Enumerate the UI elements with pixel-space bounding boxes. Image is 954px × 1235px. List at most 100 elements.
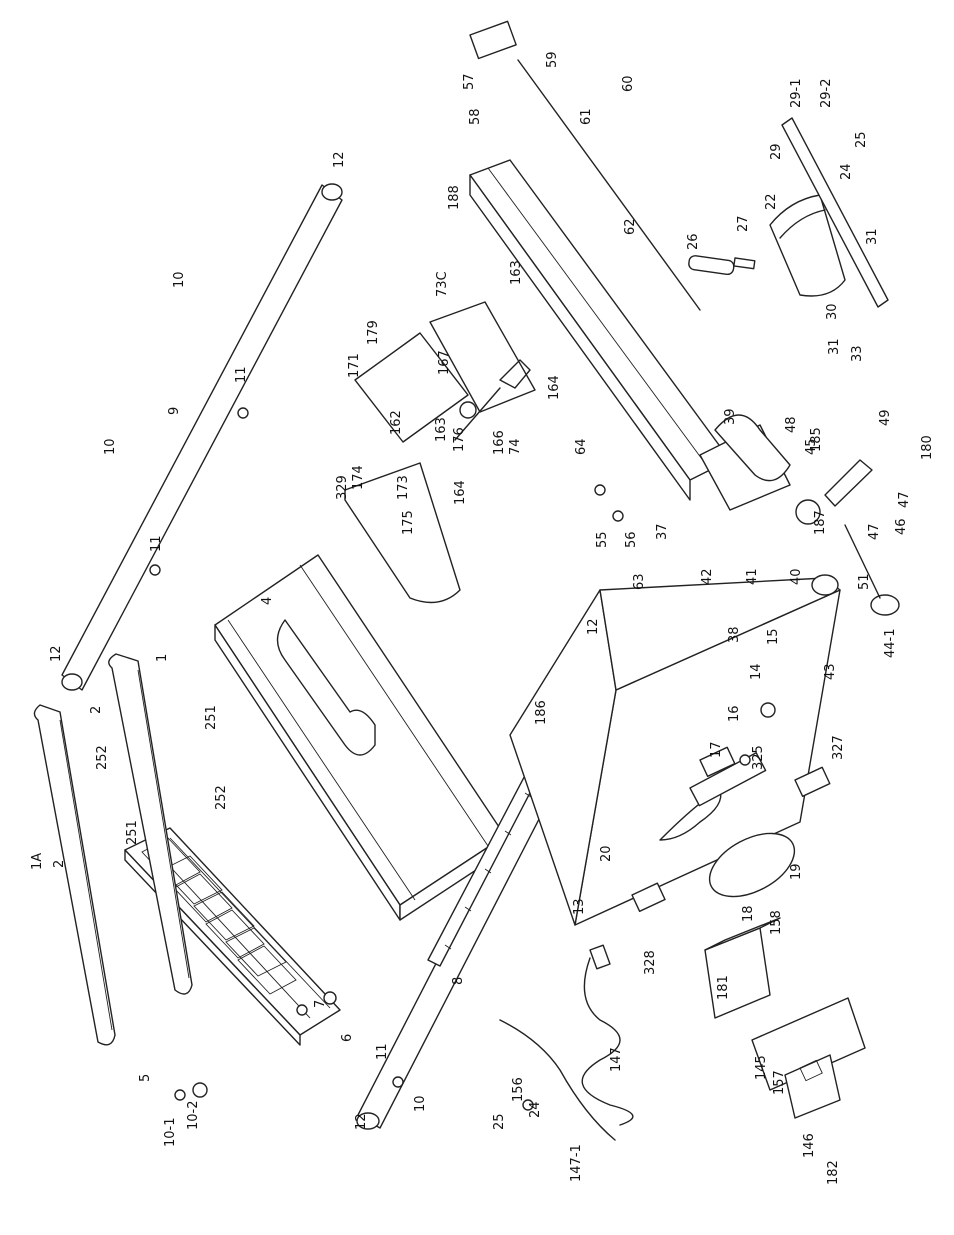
part-label: 74 <box>508 438 523 455</box>
part-label: 11 <box>375 1043 390 1060</box>
part-label: 2 <box>89 706 104 714</box>
part-label: 48 <box>784 416 799 433</box>
part-label: 20 <box>599 845 614 862</box>
part-label: 188 <box>447 185 462 210</box>
part-label: 162 <box>389 410 404 435</box>
switch-assembly <box>704 917 866 1119</box>
part-label: 163 <box>509 260 524 285</box>
part-label: 40 <box>789 568 804 585</box>
part-label: 31 <box>827 338 842 355</box>
part-label: 173 <box>396 475 411 500</box>
part-label: 186 <box>534 700 549 725</box>
part-label: 4 <box>260 597 275 605</box>
part-label: 10-1 <box>163 1117 178 1147</box>
part-label: 38 <box>727 626 742 643</box>
part-label: 7 <box>313 1000 328 1008</box>
part-label: 37 <box>655 523 670 540</box>
part-label: 29-2 <box>819 78 834 108</box>
part-label: 51 <box>857 573 872 590</box>
part-label: 166 <box>492 430 507 455</box>
part-label: 44-1 <box>883 628 898 658</box>
miter-gauge <box>688 117 889 308</box>
part-label: 158 <box>769 910 784 935</box>
part-label: 157 <box>772 1070 787 1095</box>
part-label: 45 <box>804 438 819 455</box>
part-label: 41 <box>745 568 760 585</box>
part-label: 18 <box>741 905 756 922</box>
part-label: 19 <box>789 863 804 880</box>
part-label: 57 <box>462 73 477 90</box>
part-label: 252 <box>214 785 229 810</box>
part-label: 24 <box>528 1101 543 1118</box>
part-label: 63 <box>632 573 647 590</box>
part-label: 145 <box>754 1055 769 1080</box>
power-cords <box>499 944 634 1141</box>
part-label: 8 <box>451 977 466 985</box>
part-label: 182 <box>826 1160 841 1185</box>
fence-lock-assembly <box>699 414 900 616</box>
part-label: 12 <box>49 645 64 662</box>
part-label: 10 <box>172 271 187 288</box>
hardware <box>149 407 776 1111</box>
part-label: 10-2 <box>186 1100 201 1130</box>
part-label: 59 <box>545 51 560 68</box>
part-label: 174 <box>351 465 366 490</box>
part-label: 10 <box>413 1095 428 1112</box>
part-label: 187 <box>813 510 828 535</box>
part-label: 22 <box>764 193 779 210</box>
part-label: 12 <box>354 1113 369 1130</box>
part-label: 171 <box>347 353 362 378</box>
part-label: 29-1 <box>789 78 804 108</box>
part-label: 147-1 <box>569 1144 584 1182</box>
part-label: 251 <box>125 820 140 845</box>
part-label: 325 <box>751 745 766 770</box>
part-label: 147 <box>609 1047 624 1072</box>
part-label: 64 <box>574 438 589 455</box>
part-label: 61 <box>579 108 594 125</box>
part-label: 14 <box>749 663 764 680</box>
part-label: 60 <box>621 75 636 92</box>
part-label: 26 <box>686 233 701 250</box>
part-label: 55 <box>595 531 610 548</box>
part-label: 25 <box>854 131 869 148</box>
part-label: 6 <box>340 1034 355 1042</box>
cabinet <box>509 577 841 926</box>
part-label: 181 <box>716 975 731 1000</box>
part-label: 12 <box>586 618 601 635</box>
part-label: 17 <box>709 741 724 758</box>
part-label: 62 <box>623 218 638 235</box>
part-label: 39 <box>723 408 738 425</box>
part-label: 15 <box>766 628 781 645</box>
part-label: 252 <box>95 745 110 770</box>
part-label: 56 <box>624 531 639 548</box>
part-label: 47 <box>897 491 912 508</box>
part-label: 25 <box>492 1113 507 1130</box>
part-label: 1A <box>30 853 45 870</box>
part-label: 5 <box>138 1074 153 1082</box>
part-label: 24 <box>839 163 854 180</box>
part-label: 10 <box>103 438 118 455</box>
part-label: 11 <box>234 366 249 383</box>
part-label: 176 <box>452 427 467 452</box>
part-label: 31 <box>865 228 880 245</box>
part-label: 33 <box>850 345 865 362</box>
part-label: 46 <box>894 518 909 535</box>
part-label: 30 <box>825 303 840 320</box>
part-label: 180 <box>920 435 935 460</box>
part-label: 27 <box>736 215 751 232</box>
part-label: 42 <box>700 568 715 585</box>
part-label: 16 <box>727 705 742 722</box>
part-label: 12 <box>332 151 347 168</box>
part-label: 164 <box>547 375 562 400</box>
part-label: 73C <box>435 271 450 297</box>
part-label: 175 <box>401 510 416 535</box>
table-top <box>214 554 506 921</box>
part-label: 1 <box>155 654 170 662</box>
rip-fence <box>469 20 731 501</box>
part-label: 163 <box>434 417 449 442</box>
part-label: 49 <box>878 409 893 426</box>
part-label: 329 <box>335 475 350 500</box>
part-label: 43 <box>823 663 838 680</box>
part-label: 164 <box>453 480 468 505</box>
